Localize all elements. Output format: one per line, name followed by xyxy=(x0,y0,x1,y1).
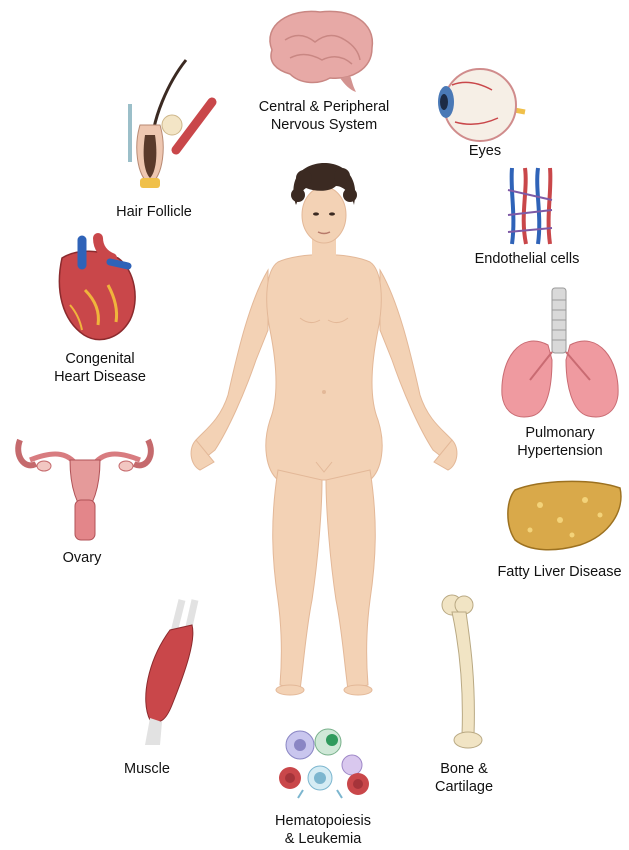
brain-icon xyxy=(270,11,372,92)
muscle-label: Muscle xyxy=(112,760,182,778)
bone-label: Bone & Cartilage xyxy=(414,760,514,796)
endothelial-label: Endothelial cells xyxy=(462,250,592,268)
hair-follicle-icon xyxy=(128,60,212,188)
uterus-ovary-icon xyxy=(18,440,151,540)
liver-label: Fatty Liver Disease xyxy=(490,563,629,581)
hair-follicle-label: Hair Follicle xyxy=(104,203,204,221)
endothelial-vessels-icon xyxy=(505,168,555,244)
hematopoiesis-label: Hematopoiesis & Leukemia xyxy=(258,812,388,848)
eye-icon xyxy=(438,69,525,141)
blood-cells-icon xyxy=(279,729,369,798)
nervous-system-label: Central & Peripheral Nervous System xyxy=(246,98,402,134)
lungs-icon xyxy=(502,288,618,417)
liver-icon xyxy=(508,481,621,549)
bone-icon xyxy=(442,595,482,748)
human-body-figure xyxy=(191,163,457,695)
muscle-icon xyxy=(145,600,195,745)
pulmonary-label: Pulmonary Hypertension xyxy=(500,424,620,460)
heart-icon xyxy=(59,238,135,340)
eyes-label: Eyes xyxy=(455,142,515,160)
heart-label: Congenital Heart Disease xyxy=(40,350,160,386)
ovary-label: Ovary xyxy=(52,549,112,567)
